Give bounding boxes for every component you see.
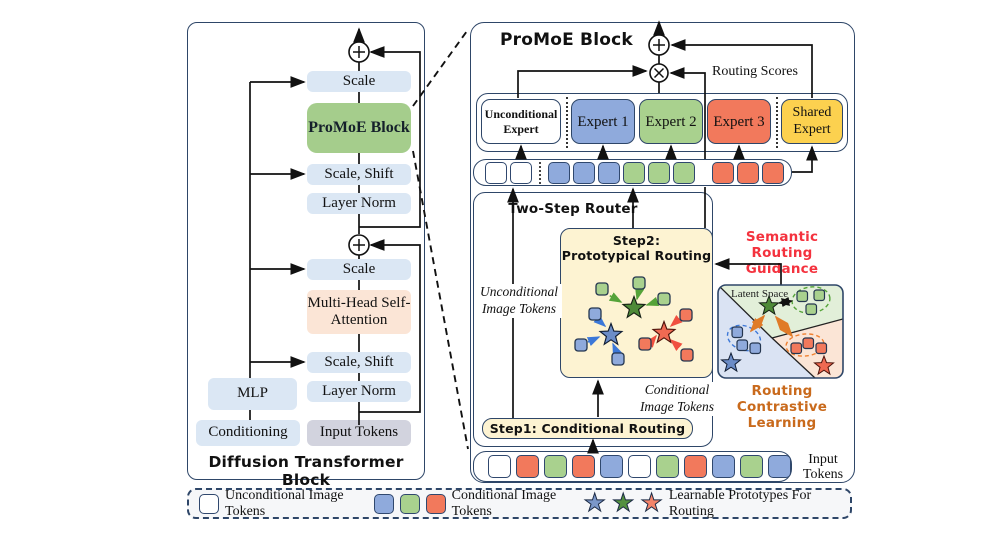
- scale-shift-top-box: Scale, Shift: [307, 164, 411, 185]
- step2-title-line1: Step2:: [612, 233, 661, 248]
- conditioning-box: Conditioning: [196, 420, 300, 446]
- right-panel-title: ProMoE Block: [500, 30, 633, 50]
- multi-head-self-attention-box: Multi-Head Self-Attention: [307, 290, 411, 334]
- blue-token: [768, 455, 791, 478]
- blue-token: [600, 455, 623, 478]
- unconditional-expert-box: Unconditional Expert: [481, 99, 561, 144]
- blue-token: [712, 455, 735, 478]
- green-token: [544, 455, 567, 478]
- orange-token: [684, 455, 707, 478]
- expert-2-box: Expert 2: [639, 99, 703, 144]
- red-star-icon: ★: [640, 489, 663, 517]
- expert-1-box: Expert 1: [571, 99, 635, 144]
- legend-unconditional-group: Unconditional Image Tokens: [199, 488, 374, 520]
- white-token: [510, 161, 532, 184]
- orange-token: [762, 161, 784, 184]
- step2-title-line2: Prototypical Routing: [561, 248, 712, 263]
- green-token: [740, 455, 763, 478]
- legend-prototypes-label: Learnable Prototypes For Routing: [668, 487, 812, 519]
- layer-norm-top-box: Layer Norm: [307, 193, 411, 214]
- shared-expert-box: Shared Expert: [781, 99, 843, 144]
- green-token: [623, 161, 645, 184]
- orange-token: [516, 455, 539, 478]
- left-panel-title: Diffusion Transformer Block: [208, 453, 404, 489]
- routed-token-row: [473, 159, 792, 186]
- white-token: [485, 161, 507, 184]
- input-tokens-label: Input Tokens: [802, 452, 844, 483]
- orange-token: [737, 161, 759, 184]
- expert-3-box: Expert 3: [707, 99, 771, 144]
- promoe-block-box: ProMoE Block: [307, 103, 411, 153]
- legend: Unconditional Image Tokens Conditional I…: [187, 488, 852, 519]
- legend-conditional-label: Conditional Image Tokens: [451, 487, 557, 519]
- orange-token: [712, 161, 734, 184]
- semantic-routing-guidance-label: Semantic Routing Guidance: [745, 229, 819, 278]
- scale-mid-box: Scale: [307, 259, 411, 280]
- green-token-icon: [399, 493, 420, 514]
- expert-separator: [566, 97, 568, 148]
- input-token-row: [473, 451, 792, 482]
- legend-unconditional-label: Unconditional Image Tokens: [225, 487, 344, 519]
- two-step-router-title: Two-Step Router: [508, 201, 638, 217]
- white-token: [488, 455, 511, 478]
- mlp-box: MLP: [208, 378, 297, 410]
- orange-token-icon: [425, 493, 446, 514]
- white-token: [628, 455, 651, 478]
- scale-top-box: Scale: [307, 71, 411, 92]
- legend-prototypes-group: ★ ★ ★ Learnable Prototypes For Routing: [583, 487, 840, 520]
- green-token: [673, 161, 695, 184]
- layer-norm-bottom-box: Layer Norm: [307, 381, 411, 402]
- expert-separator: [776, 97, 778, 148]
- green-token: [648, 161, 670, 184]
- blue-token: [598, 161, 620, 184]
- green-star-icon: ★: [611, 489, 635, 517]
- unconditional-image-tokens-label: Unconditional Image Tokens: [476, 284, 562, 318]
- token-separator: [539, 161, 541, 184]
- white-token-icon: [199, 493, 219, 514]
- blue-token: [573, 161, 595, 184]
- scale-shift-bottom-box: Scale, Shift: [307, 352, 411, 373]
- blue-star-icon: ★: [583, 489, 606, 517]
- conditional-image-tokens-label: Conditional Image Tokens: [634, 382, 720, 416]
- green-token: [656, 455, 679, 478]
- blue-token: [548, 161, 570, 184]
- input-tokens-box: Input Tokens: [307, 420, 411, 446]
- legend-conditional-group: Conditional Image Tokens: [373, 487, 584, 520]
- routing-scores-label: Routing Scores: [712, 64, 798, 79]
- orange-token: [572, 455, 595, 478]
- routing-contrastive-learning-label: Routing Contrastive Learning: [736, 383, 828, 432]
- step1-conditional-routing-box: Step1: Conditional Routing: [482, 418, 693, 439]
- blue-token-icon: [373, 493, 394, 514]
